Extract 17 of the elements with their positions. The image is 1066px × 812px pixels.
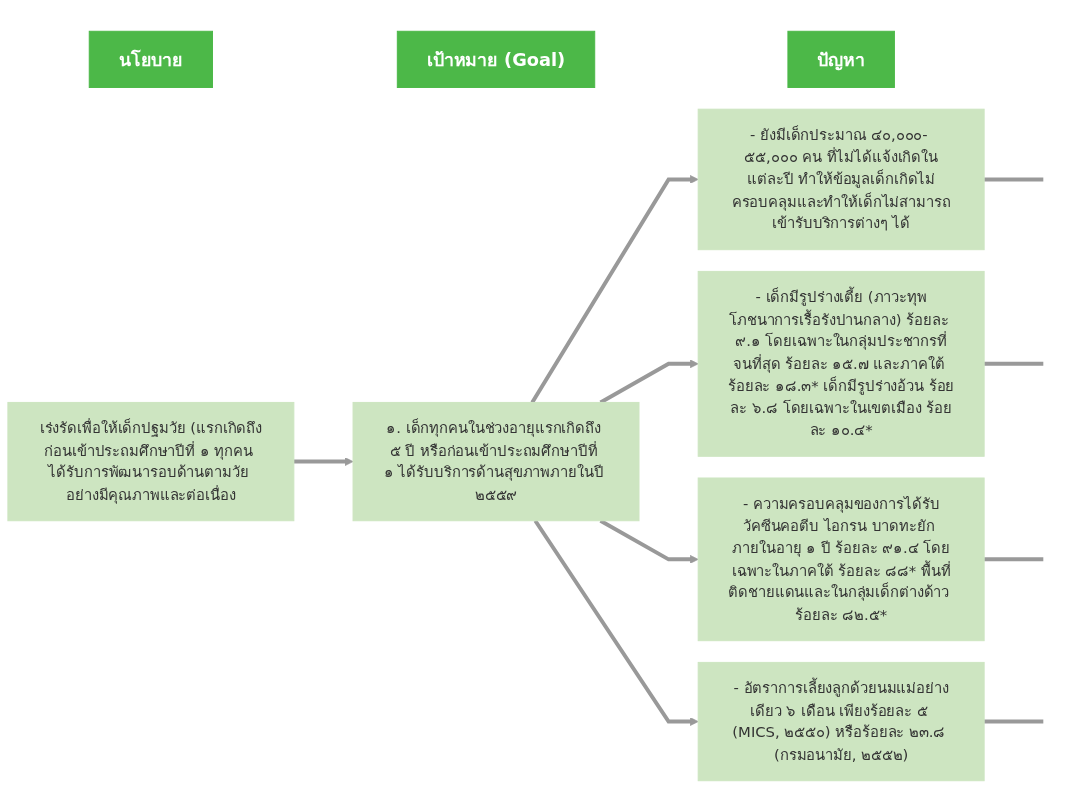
node-box: ๑. เด็กทุกคนในช่วงอายุแรกเกิดถึง ๕ ปี หรือก่อนเข้าประถมศึกษาปีที่ ๑ ได้รับบริการด้านสุขภาพภายในปี ๒๕๕๙	[352, 401, 640, 522]
connector	[984, 177, 1044, 182]
node-box: นโยบาย	[88, 30, 213, 88]
connector	[984, 557, 1044, 562]
node-box: เร่งรัดเพื่อให้เด็กปฐมวัย (แรกเกิดถึงก่อนเข้าประถมศึกษาปีที่ ๑ ทุกคน ได้รับการพัฒนารอบด้านตามวัย อย่างมีคุณภาพและต่อเนื่อง	[7, 401, 295, 522]
connector	[984, 361, 1044, 366]
node-box: - เด็กมีรูปร่างเตี้ย (ภาวะทุพโภชนาการเรื้อรังปานกลาง) ร้อยละ ๙.๑ โดยเฉพาะในกลุ่มประชากรที่จนที่สุด ร้อยละ ๑๕.๗ และภาคใต้ ร้อยละ ๑๘.๓* เด็กมีรูปร่างอ้วน ร้อยละ ๖.๘ โดยเฉพาะในเขตเมือง ร้อยละ ๑๐.๔*	[697, 270, 985, 457]
arrow	[599, 519, 699, 564]
node-box: เป้าหมาย (Goal)	[396, 30, 596, 88]
connector	[984, 719, 1044, 724]
node-box: - ยังมีเด็กประมาณ ๔๐,๐๐๐- ๕๕,๐๐๐ คน ที่ไม่ได้แจ้งเกิดในแต่ละปี ทำให้ข้อมูลเด็กเกิดไม่ครอบคลุมและทำให้เด็กไม่สามารถเข้ารับบริการต่างๆ ได้	[697, 108, 985, 251]
arrow	[293, 457, 354, 466]
node-box: - อัตราการเลี้ยงลูกด้วยนมแม่อย่างเดียว ๖ เดือน เพียงร้อยละ ๕ (MICS, ๒๕๕๐) หรือร้อยละ ๒๓.๘ (กรมอนามัย, ๒๕๕๒)	[697, 661, 985, 782]
node-box: ปัญหา	[787, 30, 895, 88]
node-box: - ความครอบคลุมของการได้รับวัคซีนคอตีบ ไอกรน บาดทะยัก ภายในอายุ ๑ ปี ร้อยละ ๙๑.๔ โดยเฉพาะในภาคใต้ ร้อยละ ๘๘* พื้นที่ติดชายแดนและในกลุ่มเด็กต่างด้าว ร้อยละ ๘๒.๕*	[697, 477, 985, 642]
arrow	[533, 519, 699, 726]
arrow	[530, 175, 699, 404]
